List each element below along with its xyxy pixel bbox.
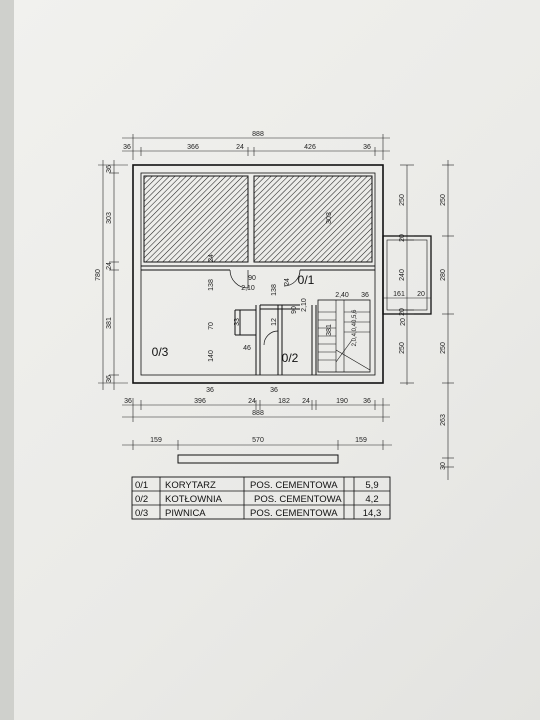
dim-interior: 381 xyxy=(326,324,333,336)
dim-interior: 36 xyxy=(270,387,278,394)
dim-far-right-seg: 263 xyxy=(440,414,447,426)
dim-bottom-seg: 36 xyxy=(363,398,371,405)
inner-wall-outline xyxy=(140,172,376,376)
right-dimension-chain xyxy=(400,160,454,480)
dim-interior: 2,10 xyxy=(241,285,255,292)
room-label-0-3: 0/3 xyxy=(152,345,169,359)
door-arc-1 xyxy=(229,269,249,289)
room-area: 5,9 xyxy=(365,480,378,491)
dim-slab-seg: 159 xyxy=(355,437,367,444)
dim-bottom-overall: 888 xyxy=(252,410,264,417)
dim-interior: 24 xyxy=(208,254,215,262)
dim-bottom-seg: 24 xyxy=(302,398,310,405)
dim-right-seg: 20 xyxy=(399,234,406,242)
room-id: 0/3 xyxy=(135,508,148,519)
dim-interior: 90 xyxy=(248,275,256,282)
room-area: 14,3 xyxy=(363,508,382,519)
dim-interior: 70 xyxy=(208,322,215,330)
dim-interior: 24 xyxy=(284,278,291,286)
dim-far-right-seg: 280 xyxy=(440,269,447,281)
dim-interior: 12 xyxy=(271,318,278,326)
table-row: 0/3 PIWNICA POS. CEMENTOWA 14,3 xyxy=(135,508,381,519)
dim-bottom-seg: 24 xyxy=(248,398,256,405)
dim-interior: 2,40 xyxy=(335,292,349,299)
dim-far-right-seg: 250 xyxy=(440,194,447,206)
dim-top-seg: 366 xyxy=(187,144,199,151)
dim-interior: 138 xyxy=(208,279,215,291)
dim-top-seg: 36 xyxy=(363,144,371,151)
slab-dimension-chain xyxy=(122,440,392,450)
dim-far-right-seg: 250 xyxy=(440,342,447,354)
dim-left-seg: 381 xyxy=(106,317,113,329)
dim-left-seg: 36 xyxy=(106,375,113,383)
dim-slab-seg: 159 xyxy=(150,437,162,444)
bottom-dimension-chain xyxy=(122,398,390,422)
dim-interior: 36 xyxy=(206,387,214,394)
dim-bottom-seg: 182 xyxy=(278,398,290,405)
paper-sheet xyxy=(14,0,540,720)
dim-left-seg: 24 xyxy=(106,262,113,270)
table-row: 0/2 KOTŁOWNIA POS. CEMENTOWA 4,2 xyxy=(135,494,379,505)
room-label-0-2: 0/2 xyxy=(282,351,299,365)
dim-slab-seg: 570 xyxy=(252,437,264,444)
dim-interior: 138 xyxy=(271,284,278,296)
dim-porch: 20 xyxy=(417,291,425,298)
hatched-area-right xyxy=(253,175,373,263)
dim-interior: 33 xyxy=(234,318,241,326)
dim-interior: 303 xyxy=(326,212,333,224)
room-floor: POS. CEMENTOWA xyxy=(254,494,342,505)
top-dimension-chain xyxy=(122,134,390,160)
dim-left-seg: 36 xyxy=(106,165,113,173)
dim-top-seg: 426 xyxy=(304,144,316,151)
dim-interior: 36 xyxy=(361,292,369,299)
dim-top-seg: 24 xyxy=(236,144,244,151)
dim-top-seg: 36 xyxy=(123,144,131,151)
rooms-table xyxy=(131,476,391,520)
left-dimension-chain xyxy=(98,160,128,390)
dim-right-seg: 240 xyxy=(399,269,406,281)
dim-far-right-seg: 30 xyxy=(440,462,447,470)
dim-interior: 2,10 xyxy=(301,298,308,312)
dim-left-overall: 780 xyxy=(95,269,102,281)
dim-right-seg: 250 xyxy=(399,342,406,354)
dim-interior: 20 xyxy=(400,318,407,326)
door-arc-2 xyxy=(283,269,301,287)
room-name: KORYTARZ xyxy=(165,480,216,491)
dim-interior: 90 xyxy=(291,306,298,314)
door-arc-3 xyxy=(263,330,279,346)
room-name: KOTŁOWNIA xyxy=(165,494,223,505)
dim-bottom-seg: 36 xyxy=(124,398,132,405)
dim-porch: 161 xyxy=(393,291,405,298)
slab-outline xyxy=(177,454,339,464)
dim-bottom-seg: 396 xyxy=(194,398,206,405)
dim-top-overall: 888 xyxy=(252,131,264,138)
stair-treads xyxy=(318,300,371,372)
room-label-0-1: 0/1 xyxy=(298,273,315,287)
room-id: 0/1 xyxy=(135,480,148,491)
room-id: 0/2 xyxy=(135,494,148,505)
dim-left-seg: 303 xyxy=(106,212,113,224)
dim-bottom-seg: 190 xyxy=(336,398,348,405)
hatched-area-left xyxy=(143,175,249,263)
dim-interior: 2,0,4,0,40,5,6 xyxy=(352,309,358,346)
dim-right-seg: 250 xyxy=(399,194,406,206)
room-area: 4,2 xyxy=(365,494,378,505)
dim-right-seg: 20 xyxy=(399,308,406,316)
table-row: 0/1 KORYTARZ POS. CEMENTOWA 5,9 xyxy=(135,480,379,491)
room-name: PIWNICA xyxy=(165,508,206,519)
room-floor: POS. CEMENTOWA xyxy=(250,480,338,491)
dim-interior: 140 xyxy=(208,350,215,362)
room-floor: POS. CEMENTOWA xyxy=(250,508,338,519)
dim-interior: 46 xyxy=(243,345,251,352)
